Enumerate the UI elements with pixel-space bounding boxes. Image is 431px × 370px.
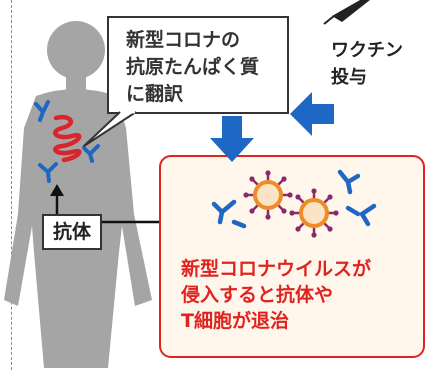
translation-callout: 新型コロナの 抗原たんぱく質 に翻訳 [107, 16, 289, 114]
result-line: 侵入すると抗体や [181, 284, 334, 306]
callout-line: 新型コロナの [126, 29, 241, 51]
antibody-icon-body [34, 100, 100, 183]
vaccine-line: 投与 [331, 67, 367, 88]
dashed-divider [11, 0, 12, 370]
virus-icon [289, 188, 339, 238]
antibody-label: 抗体 [42, 214, 102, 250]
callout-line: 抗原たんぱく質 [126, 56, 260, 78]
result-line: T細胞が退治 [181, 310, 289, 332]
down-arrow-icon [210, 116, 254, 162]
antibody-icon-box [211, 169, 377, 229]
callout-line: に翻訳 [126, 83, 184, 105]
left-arrow-icon [290, 92, 334, 136]
result-line: 新型コロナウイルスが [181, 258, 372, 280]
mrna-squiggle-icon [53, 114, 82, 163]
syringe-icon [323, 0, 370, 25]
vaccine-label: ワクチン 投与 [331, 37, 403, 91]
up-arrow [50, 184, 64, 214]
result-text: 新型コロナウイルスが 侵入すると抗体や T細胞が退治 [181, 256, 371, 334]
vaccine-line: ワクチン [331, 40, 403, 61]
result-box [159, 155, 425, 358]
virus-icon [243, 170, 293, 220]
